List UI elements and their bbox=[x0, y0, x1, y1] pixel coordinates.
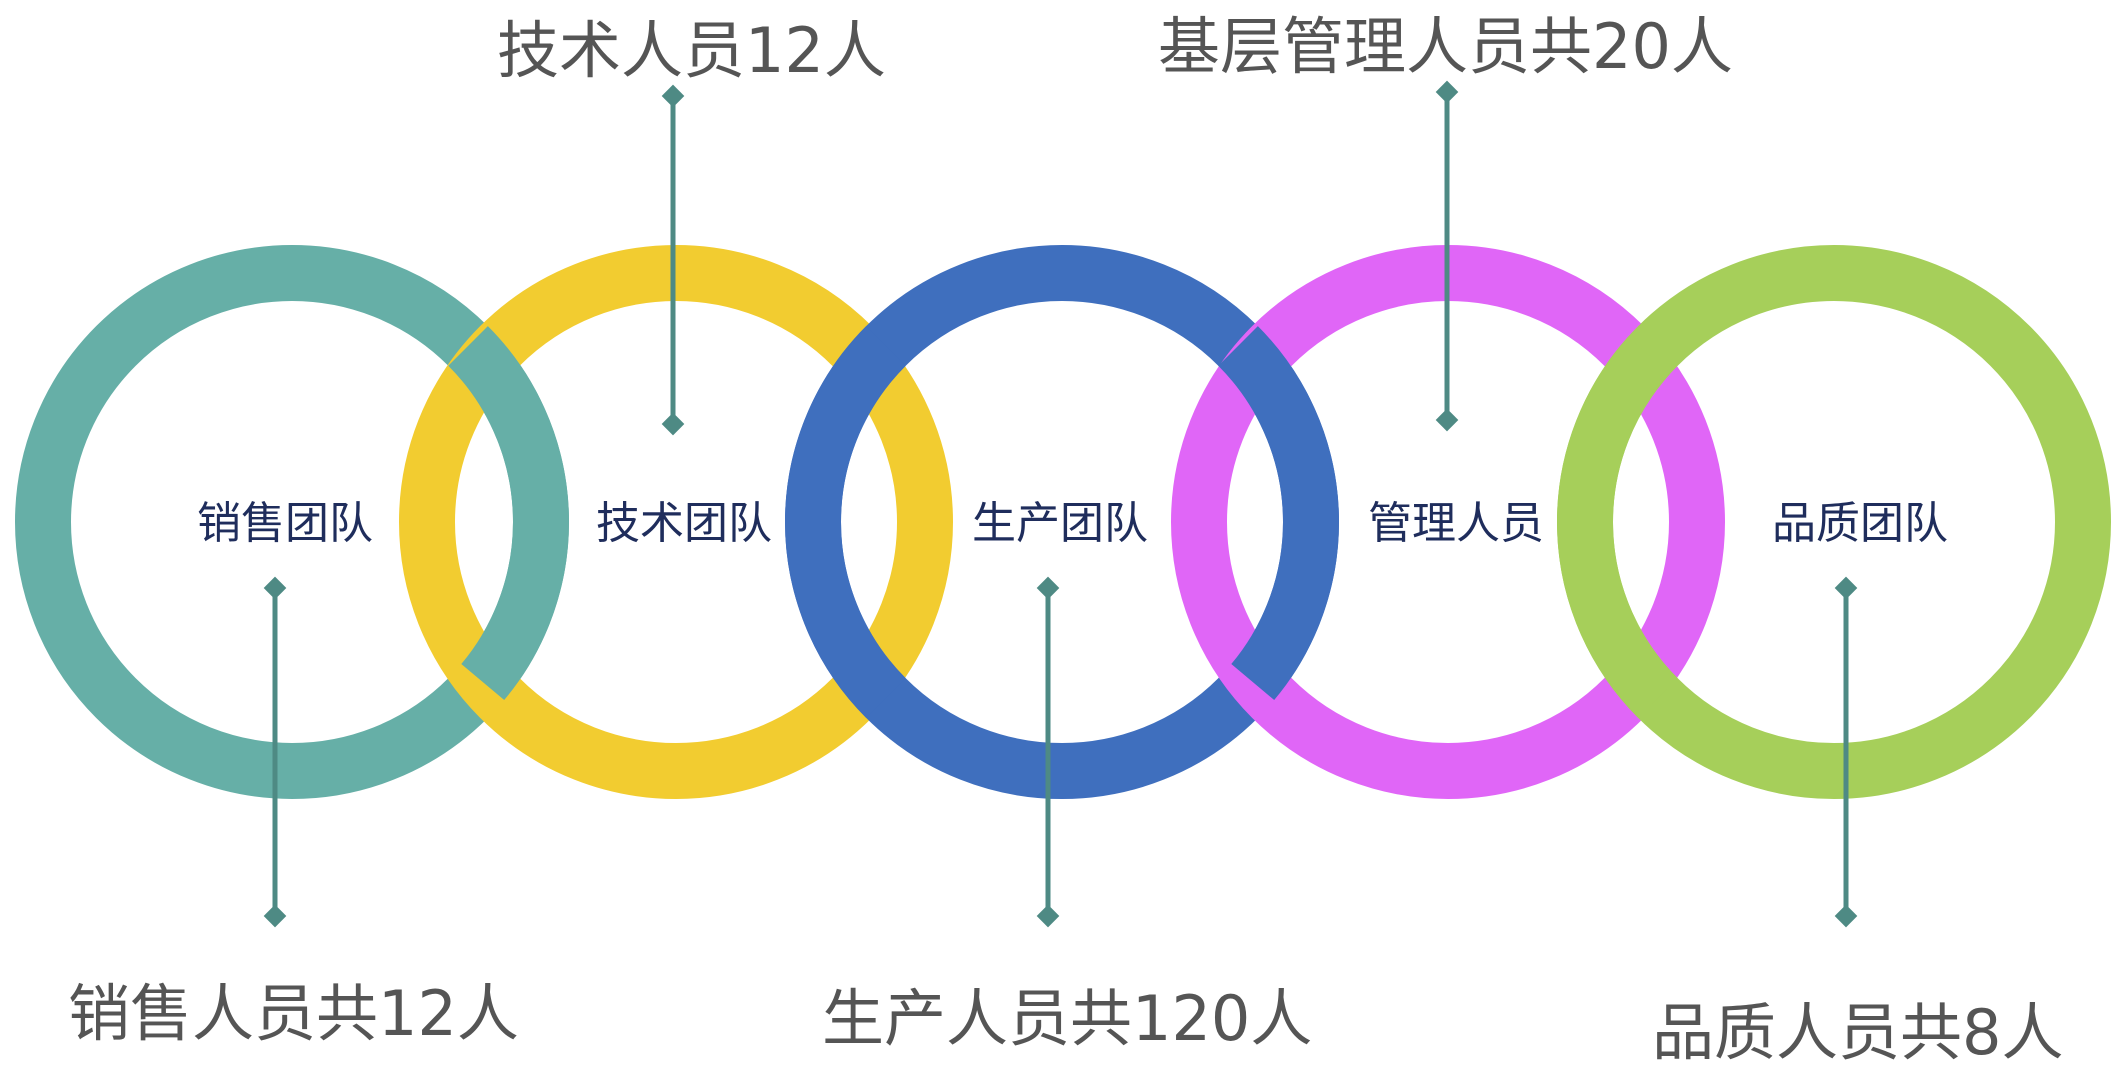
interlock-prod-over-mgmt bbox=[1218, 326, 1339, 701]
ring-tech bbox=[399, 245, 953, 799]
connectors bbox=[263, 80, 1858, 928]
interlock-quality-over-mgmt bbox=[1557, 336, 1678, 718]
team-label-prod: 生产团队 bbox=[972, 498, 1148, 549]
team-label-mgmt: 管理人员 bbox=[1368, 498, 1544, 549]
connector-prod-bottom-diamond bbox=[1036, 904, 1060, 928]
callouts: 销售人员共12人 技术人员12人 生产人员共120人 基层管理人员共20人 品质… bbox=[68, 10, 2063, 1069]
callout-mgmt: 基层管理人员共20人 bbox=[1158, 10, 1733, 83]
connector-prod-top-diamond bbox=[1036, 576, 1060, 600]
connector-quality-top-diamond bbox=[1834, 576, 1858, 600]
interlock-prod-over-tech bbox=[785, 326, 906, 718]
callout-tech: 技术人员12人 bbox=[497, 14, 886, 87]
callout-prod: 生产人员共120人 bbox=[822, 982, 1312, 1055]
connector-tech-bottom-diamond bbox=[661, 412, 685, 436]
callout-sales: 销售人员共12人 bbox=[68, 977, 519, 1050]
connector-mgmt-top-diamond bbox=[1435, 80, 1459, 104]
team-label-tech: 技术团队 bbox=[596, 498, 772, 549]
connector-quality-bottom-diamond bbox=[1834, 904, 1858, 928]
connector-mgmt-bottom-diamond bbox=[1435, 408, 1459, 432]
connector-sales-top-diamond bbox=[263, 576, 287, 600]
interlock-sales-over-tech bbox=[448, 326, 569, 701]
connector-tech-top-diamond bbox=[661, 84, 685, 108]
ring-interlocks bbox=[448, 326, 1678, 718]
connector-sales-bottom-diamond bbox=[263, 904, 287, 928]
team-labels: 销售团队 技术团队 生产团队 管理人员 品质团队 bbox=[197, 498, 1948, 549]
team-label-sales: 销售团队 bbox=[197, 498, 373, 549]
team-label-quality: 品质团队 bbox=[1772, 498, 1948, 549]
callout-quality: 品质人员共8人 bbox=[1652, 996, 2063, 1069]
